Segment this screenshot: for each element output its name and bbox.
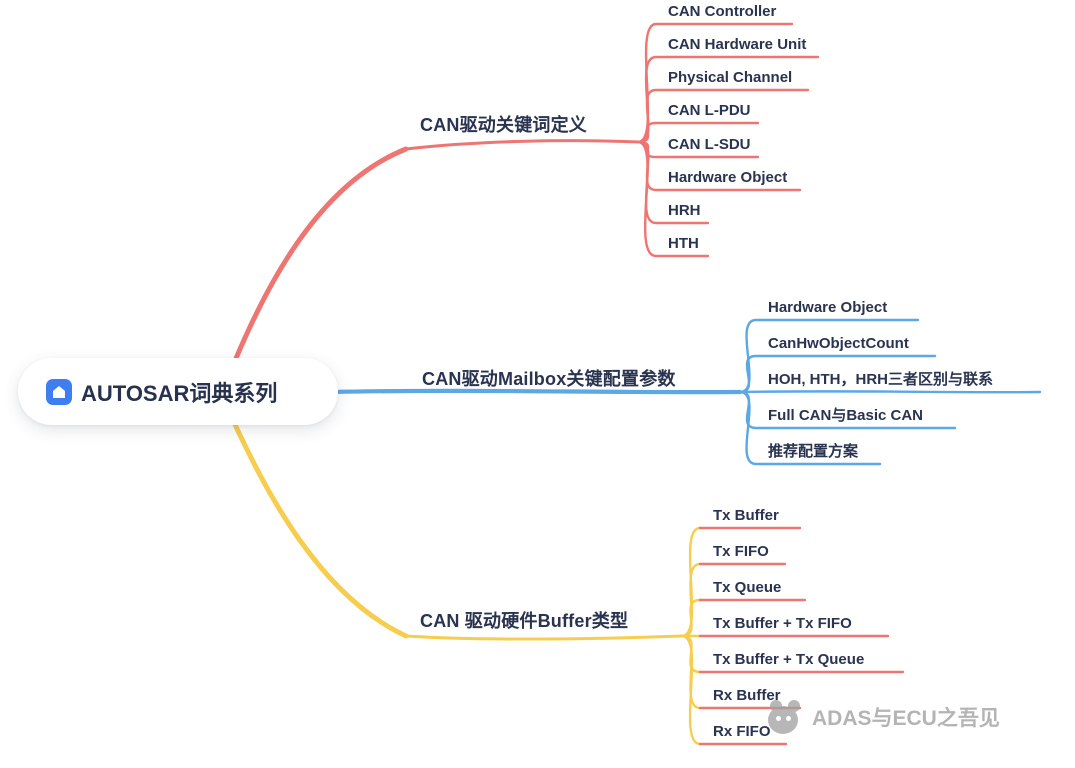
root-node[interactable]: AUTOSAR词典系列 [18,358,338,425]
watermark-text: ADAS与ECU之吾见 [812,707,1000,730]
node-tx-buffer-tx-fifo[interactable]: Tx Buffer + Tx FIFO [713,615,852,632]
node-full-vs-basic-can[interactable]: Full CAN与Basic CAN [768,407,924,424]
branch-hw-buffer-types[interactable]: CAN 驱动硬件Buffer类型 [420,611,629,631]
branch1-lines [229,22,820,371]
node-tx-fifo[interactable]: Tx FIFO [713,543,769,560]
node-hardware-object-1[interactable]: Hardware Object [668,169,788,186]
node-tx-buffer-tx-queue[interactable]: Tx Buffer + Tx Queue [713,651,865,668]
branch3-child-underlines [698,526,905,746]
branch-mailbox-config-params[interactable]: CAN驱动Mailbox关键配置参数 [422,369,676,389]
node-hardware-object-2[interactable]: Hardware Object [768,299,888,316]
branch3-underline [404,634,684,641]
branch2-edge-4 [738,390,882,466]
node-can-l-sdu[interactable]: CAN L-SDU [668,136,751,153]
node-hoh-hth-hrh-diff[interactable]: HOH, HTH，HRH三者区别与联系 [768,371,993,388]
branch1-trunk [229,146,409,371]
node-tx-queue[interactable]: Tx Queue [713,579,782,596]
node-rx-buffer[interactable]: Rx Buffer [713,687,781,704]
branch2-edge-1 [738,354,937,394]
node-canhwobjectcount[interactable]: CanHwObjectCount [768,335,909,352]
branch1-edge-1 [636,55,820,144]
bran3-edge-2 [680,598,702,638]
root-node-label: AUTOSAR词典系列 [81,380,278,406]
branch2-trunk [329,388,743,395]
node-recommended-config[interactable]: 推荐配置方案 [768,443,859,460]
node-can-l-pdu[interactable]: CAN L-PDU [668,102,751,119]
branch2-edge-2 [738,390,1042,394]
root-badge-icon [46,378,72,405]
node-rx-fifo[interactable]: Rx FIFO [713,723,771,740]
branch3-lines [229,415,702,746]
branch3-trunk [229,415,409,639]
branch3-edge-6 [680,634,702,746]
branch1-underline [404,139,640,151]
branch-can-keywords[interactable]: CAN驱动关键词定义 [420,115,587,135]
watermark: ADAS与ECU之吾见 [766,698,1000,736]
branch1-edge-7 [636,140,710,258]
node-physical-channel[interactable]: Physical Channel [668,69,793,86]
node-can-hardware-unit[interactable]: CAN Hardware Unit [668,36,807,53]
branch2-lines [329,318,1042,466]
node-hth[interactable]: HTH [668,235,699,252]
node-hrh[interactable]: HRH [668,202,701,219]
node-tx-buffer[interactable]: Tx Buffer [713,507,779,524]
watermark-logo-icon [766,698,806,736]
branch1-edge-2 [636,88,810,144]
node-can-controller[interactable]: CAN Controller [668,3,777,20]
